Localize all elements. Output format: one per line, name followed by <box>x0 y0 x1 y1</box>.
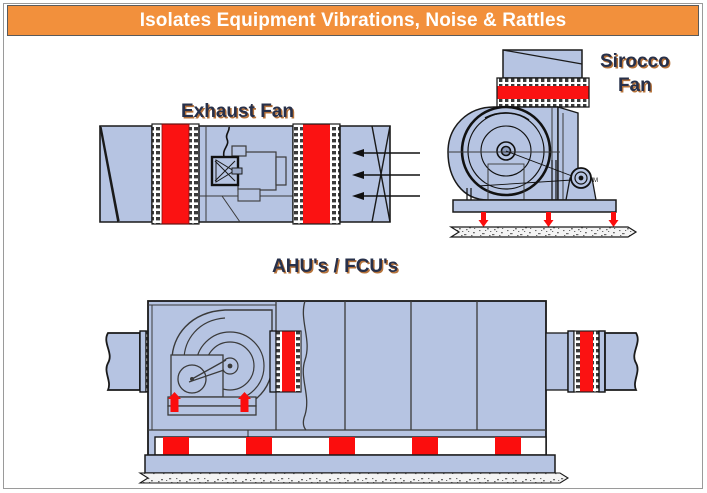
ahu-fcu-label: AHU's / FCU's <box>272 256 399 277</box>
sirocco-fan-wheel <box>448 105 560 201</box>
ahu-isolator-pad-band <box>154 436 547 456</box>
sirocco-fan-label: Sirocco Fan <box>600 50 670 98</box>
sirocco-fan-figure: M <box>447 49 638 238</box>
isolator <box>238 392 251 412</box>
isolator-pad <box>412 437 438 455</box>
exhaust-airflow-arrows <box>352 149 420 200</box>
ahu-duct-left <box>105 332 141 391</box>
exhaust-fan-motor <box>210 126 287 202</box>
isolator-pads <box>163 437 521 455</box>
slide-title-bar: Isolates Equipment Vibrations, Noise & R… <box>7 5 699 36</box>
isolator <box>608 212 619 227</box>
ahu-flex-connector-right <box>545 330 606 393</box>
isolator-pad <box>246 437 272 455</box>
ahu-base-rail <box>144 454 556 474</box>
sirocco-fan-label-line1: Sirocco <box>600 51 670 72</box>
svg-text:M: M <box>593 178 598 184</box>
isolator-pad <box>495 437 521 455</box>
ahu-concrete-slab <box>138 472 570 484</box>
ahu-duct-right <box>604 332 639 391</box>
exhaust-duct-left <box>99 125 153 223</box>
sirocco-vibration-isolators <box>478 212 619 227</box>
sirocco-concrete-slab <box>448 226 638 238</box>
isolator <box>478 212 489 227</box>
exhaust-flex-connector-right <box>292 123 341 225</box>
slide-title: Isolates Equipment Vibrations, Noise & R… <box>139 9 567 31</box>
sirocco-flex-connector <box>496 77 590 108</box>
ahu-belt-drive-motor <box>167 354 257 416</box>
isolator <box>543 212 554 227</box>
sirocco-fan-label-line2: Fan <box>617 75 652 96</box>
ahu-flex-connector-internal <box>269 300 308 431</box>
exhaust-duct-right <box>339 125 391 223</box>
exhaust-flex-connector-left <box>151 123 200 225</box>
sirocco-outlet-duct <box>502 49 583 79</box>
sirocco-base-rail <box>452 199 617 213</box>
sirocco-support-legs <box>466 160 557 200</box>
exhaust-fan-figure <box>99 123 420 225</box>
isolator-pad <box>163 437 189 455</box>
ahu-internal-isolators <box>168 392 251 412</box>
isolator-pad <box>329 437 355 455</box>
isolator <box>168 392 181 412</box>
exhaust-fan-label: Exhaust Fan <box>181 101 294 122</box>
ahu-fcu-figure <box>105 300 639 484</box>
